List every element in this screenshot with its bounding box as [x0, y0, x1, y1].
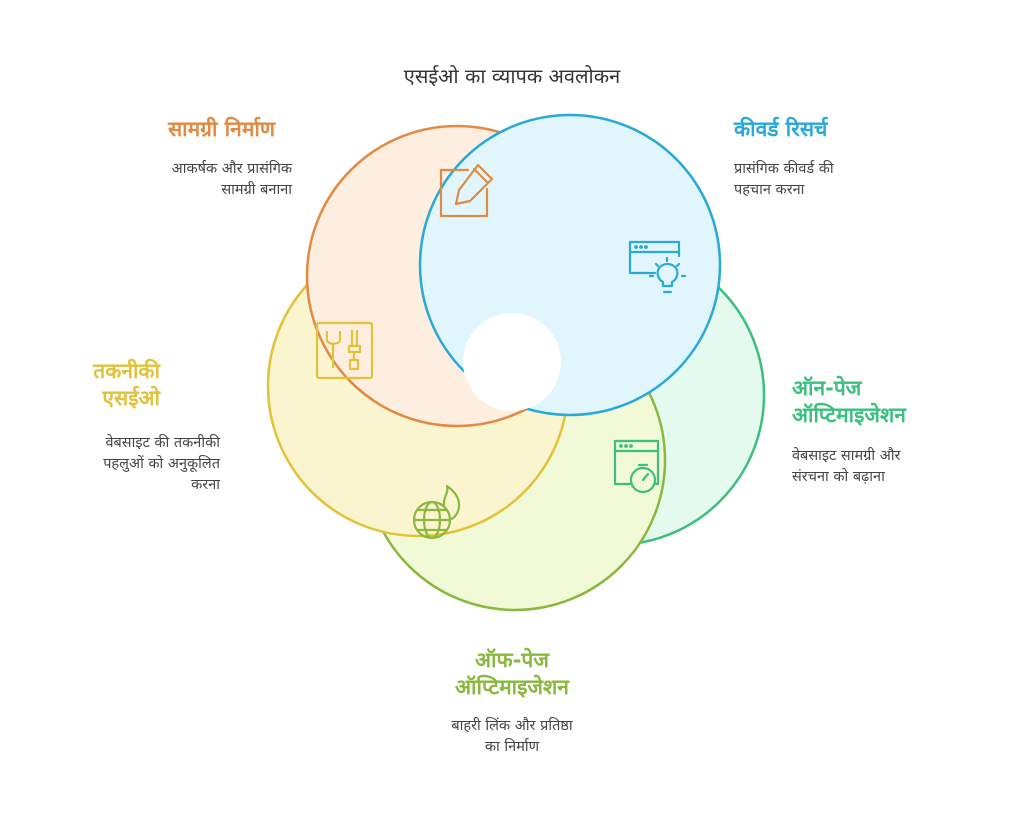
technical-seo-description: वेबसाइट की तकनीकी पहलुओं को अनुकूलित करन… [20, 433, 220, 496]
onpage-desc-line-1: वेबसाइट सामग्री और [792, 448, 901, 464]
keyword-research-desc-line-1: प्रासंगिक कीवर्ड की [734, 161, 834, 177]
center-hole [463, 313, 561, 411]
technical-heading-line-2: एसईओ [102, 386, 160, 410]
pencil-square-icon [439, 163, 494, 218]
technical-desc-line-2: पहलुओं को अनुकूलित [103, 456, 220, 472]
offpage-optimization-heading: ऑफ-पेज ऑप्टिमाइजेशन [352, 647, 672, 701]
technical-desc-line-1: वेबसाइट की तकनीकी [105, 435, 220, 451]
offpage-desc-line-2: का निर्माण [484, 739, 540, 755]
onpage-optimization-heading: ऑन-पेज ऑप्टिमाइजेशन [792, 375, 1012, 429]
browser-stopwatch-icon [613, 439, 660, 494]
technical-desc-line-3: करना [191, 477, 220, 493]
keyword-research-description: प्रासंगिक कीवर्ड की पहचान करना [734, 159, 994, 201]
offpage-heading-line-1: ऑफ-पेज [475, 648, 549, 672]
technical-heading-line-1: तकनीकी [93, 359, 160, 383]
onpage-optimization-description: वेबसाइट सामग्री और संरचना को बढ़ाना [792, 446, 1012, 488]
keyword-research-desc-line-2: पहचान करना [734, 182, 805, 198]
offpage-optimization-description: बाहरी लिंक और प्रतिष्ठा का निर्माण [382, 716, 642, 758]
onpage-heading-line-2: ऑप्टिमाइजेशन [792, 403, 906, 427]
content-creation-description: आकर्षक और प्रासंगिक सामग्री बनाना [60, 159, 292, 201]
browser-lightbulb-icon [628, 240, 687, 294]
content-creation-desc-line-1: आकर्षक और प्रासंगिक [171, 161, 292, 177]
offpage-desc-line-1: बाहरी लिंक और प्रतिष्ठा [451, 718, 573, 734]
tools-icon [315, 321, 374, 380]
offpage-heading-line-2: ऑप्टिमाइजेशन [455, 675, 569, 699]
globe-fire-icon [412, 484, 461, 540]
content-creation-desc-line-2: सामग्री बनाना [221, 182, 292, 198]
technical-seo-heading: तकनीकी एसईओ [30, 358, 160, 412]
keyword-research-heading: कीवर्ड रिसर्च [734, 117, 828, 141]
diagram-title: एसईओ का व्यापक अवलोकन [403, 64, 621, 88]
onpage-desc-line-2: संरचना को बढ़ाना [792, 469, 885, 485]
onpage-heading-line-1: ऑन-पेज [792, 376, 862, 400]
content-creation-heading: सामग्री निर्माण [167, 117, 275, 141]
